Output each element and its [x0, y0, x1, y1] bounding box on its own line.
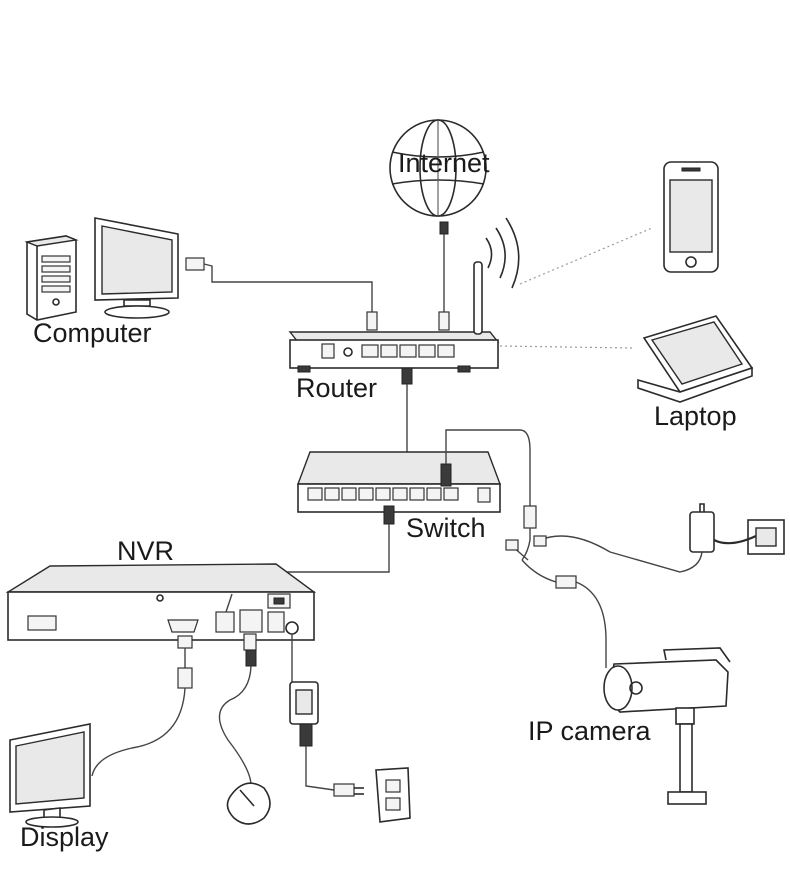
wireless-link-laptop	[499, 345, 633, 349]
computer-tower-icon	[24, 235, 79, 321]
camera-power-adapter	[609, 503, 785, 573]
nvr-icon	[5, 563, 317, 641]
computer-monitor-icon	[94, 217, 179, 319]
nvr-label: NVR	[117, 536, 175, 566]
internet-globe-icon	[389, 119, 487, 217]
ip-camera-icon	[603, 647, 731, 805]
camera-splitter-cable	[505, 535, 611, 668]
smartphone-icon	[663, 161, 719, 273]
mouse-icon	[226, 782, 271, 825]
nvr-power-cable	[289, 634, 364, 797]
computer-cable	[185, 257, 378, 331]
internet-cable	[438, 221, 450, 331]
switch-icon	[296, 451, 502, 513]
nvr-display-cable	[91, 635, 193, 777]
laptop-icon	[637, 315, 754, 403]
router-label: Router	[296, 373, 378, 403]
switch-camera-cable	[440, 429, 537, 561]
wireless-link-phone	[519, 227, 653, 285]
computer-label: Computer	[33, 318, 152, 348]
display-monitor-icon	[9, 723, 91, 828]
ip-camera-label: IP camera	[528, 716, 651, 746]
laptop-label: Laptop	[654, 401, 737, 431]
wall-outlet-icon	[375, 767, 411, 823]
nvr-mouse-cable	[218, 633, 257, 793]
switch-label: Switch	[406, 513, 486, 543]
wifi-waves-icon	[485, 217, 520, 289]
router-icon	[288, 261, 500, 373]
display-label: Display	[20, 822, 109, 852]
internet-label: Internet	[398, 148, 490, 178]
